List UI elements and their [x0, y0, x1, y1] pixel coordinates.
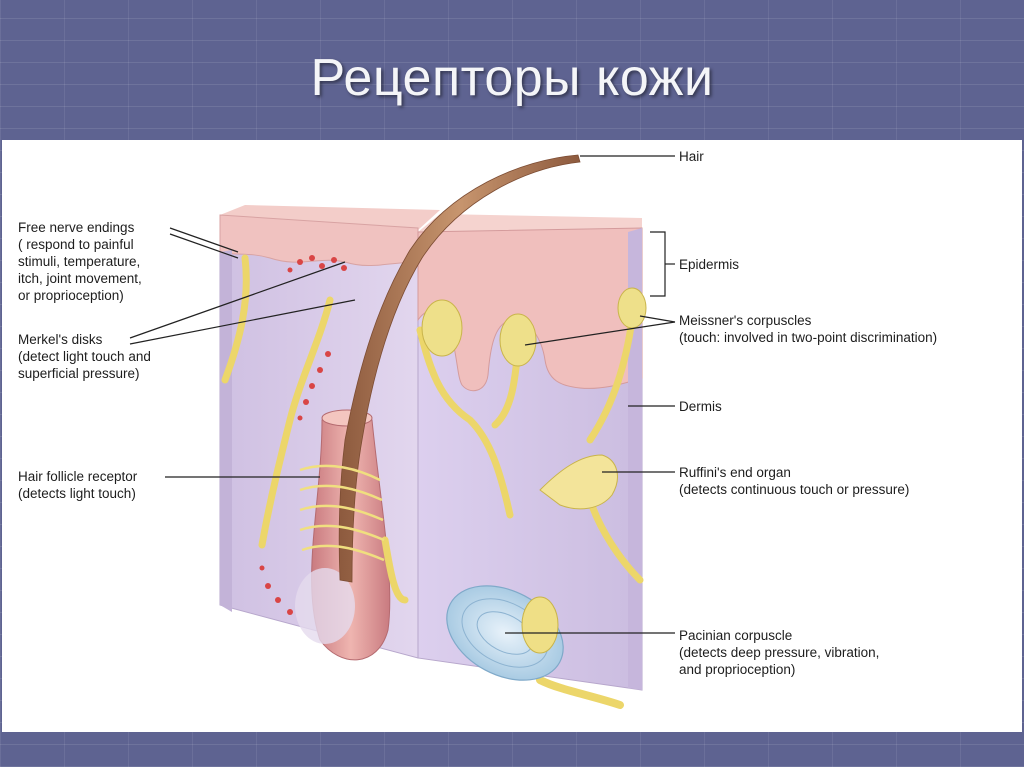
label-dermis: Dermis	[679, 398, 722, 415]
label-free-nerve-name: Free nerve endings	[18, 220, 135, 235]
label-merkel-name: Merkel's disks	[18, 332, 103, 347]
label-merkels-disks: Merkel's disks (detect light touch and s…	[18, 331, 151, 382]
label-meissners-corpuscles: Meissner's corpuscles (touch: involved i…	[679, 312, 937, 346]
label-meissner-name: Meissner's corpuscles	[679, 313, 812, 328]
label-pacinian-desc-line: and proprioception)	[679, 662, 796, 677]
label-follicle-desc-line: (detects light touch)	[18, 486, 136, 501]
label-free-nerve-desc-line: or proprioception)	[18, 288, 124, 303]
label-epidermis: Epidermis	[679, 256, 739, 273]
label-pacinian-name: Pacinian corpuscle	[679, 628, 793, 643]
label-follicle-name: Hair follicle receptor	[18, 469, 138, 484]
label-free-nerve-desc-line: itch, joint movement,	[18, 271, 142, 286]
label-hair-follicle-receptor: Hair follicle receptor (detects light to…	[18, 468, 137, 502]
label-ruffini-name: Ruffini's end organ	[679, 465, 791, 480]
label-pacinian-desc-line: (detects deep pressure, vibration,	[679, 645, 880, 660]
label-free-nerve-desc-line: ( respond to painful	[18, 237, 134, 252]
label-epidermis-name: Epidermis	[679, 257, 740, 272]
ruffini-end-organ	[539, 454, 618, 510]
label-merkel-desc-line: (detect light touch and	[18, 349, 151, 364]
hair-shaft	[338, 154, 581, 583]
title-band: Рецепторы кожи	[0, 0, 1024, 140]
label-ruffinis-end-organ: Ruffini's end organ (detects continuous …	[679, 464, 909, 498]
nerve-fibers	[221, 254, 644, 709]
label-ruffini-desc-line: (detects continuous touch or pressure)	[679, 482, 910, 497]
follicle-nerve-wrap	[299, 464, 385, 562]
meissner-corpuscles	[421, 287, 647, 367]
label-merkel-desc-line: superficial pressure)	[18, 366, 140, 381]
label-hair: Hair	[679, 148, 704, 165]
label-free-nerve-desc-line: stimuli, temperature,	[18, 254, 141, 269]
merkel-disks-marks	[259, 255, 347, 615]
label-free-nerve-endings: Free nerve endings ( respond to painful …	[18, 219, 142, 304]
label-pacinian-corpuscle: Pacinian corpuscle (detects deep pressur…	[679, 627, 879, 678]
slide-title: Рецепторы кожи	[310, 49, 714, 107]
label-hair-name: Hair	[679, 149, 704, 164]
label-meissner-desc-line: (touch: involved in two-point discrimina…	[679, 330, 938, 345]
leader-lines	[129, 155, 676, 634]
label-dermis-name: Dermis	[679, 399, 722, 414]
